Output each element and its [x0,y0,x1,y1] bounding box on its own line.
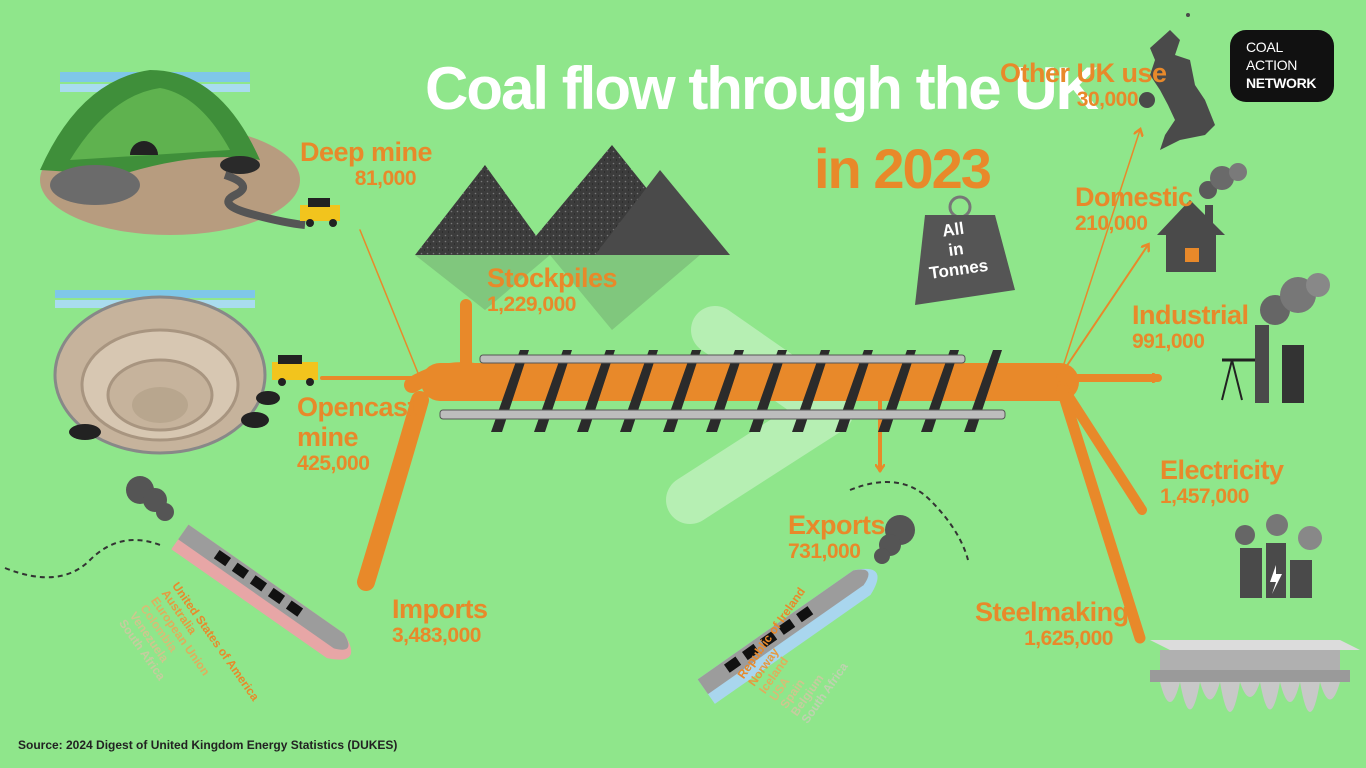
deep-mine-name: Deep mine [300,137,433,167]
power-station-icon [1235,514,1322,598]
cargo-ship-icon [697,568,878,704]
opencast-name: Opencast [297,392,417,422]
source-note: Source: 2024 Digest of United Kingdom En… [18,738,398,752]
domestic-label: Domestic 210,000 [1075,182,1193,236]
electricity-name: Electricity [1160,455,1284,485]
coal-action-network-logo: COAL ACTION NETWORK [1230,30,1334,102]
other-use-label: Other UK use 30,000 [1000,58,1167,112]
domestic-name: Domestic [1075,182,1193,212]
domestic-value: 210,000 [1075,212,1148,236]
logo-line: NETWORK [1246,75,1317,91]
unit-badge: All in Tonnes [922,216,990,284]
stockpiles-value: 1,229,000 [487,293,576,317]
title: Coal flow through the UK [425,55,1099,122]
hill-mine-icon [40,70,340,235]
logo-line: COAL [1246,39,1283,55]
steelmaking-name: Steelmaking [975,597,1129,627]
flow-lines [320,130,1162,644]
industrial-name: Industrial [1132,300,1249,330]
steel-beam-icon [1150,640,1360,712]
railway-icon [439,350,1006,432]
factory-icon [1221,273,1330,403]
electricity-label: Electricity 1,457,000 [1160,455,1284,509]
ship-route [4,539,161,579]
open-pit-icon [53,290,318,455]
house-icon [1157,163,1247,272]
opencast-label: Opencast mine 425,000 [297,392,417,476]
electricity-value: 1,457,000 [1160,485,1249,509]
deep-mine-label: Deep mine 81,000 [300,137,433,191]
exports-name: Exports [788,510,886,540]
exports-label: Exports 731,000 [788,510,886,564]
cargo-ship-icon [171,524,352,660]
weight-icon [915,195,1015,305]
industrial-value: 991,000 [1132,330,1205,354]
industrial-label: Industrial 991,000 [1132,300,1249,354]
other-use-value: 30,000 [1076,88,1139,112]
steelmaking-label: Steelmaking 1,625,000 [975,597,1129,651]
imports-value: 3,483,000 [392,624,481,648]
imports-label: Imports 3,483,000 [392,594,488,648]
other-use-name: Other UK use [1000,58,1167,88]
opencast-name: mine [297,422,359,453]
smoke-icon [126,476,174,521]
stockpiles-name: Stockpiles [487,263,618,293]
coal-pile-icon [415,145,730,330]
deep-mine-value: 81,000 [354,167,417,191]
exports-value: 731,000 [788,540,861,564]
stockpiles-label: Stockpiles 1,229,000 [487,263,618,317]
uk-map-icon [1139,13,1215,150]
ship-route [849,481,969,561]
steelmaking-value: 1,625,000 [1024,627,1113,651]
smoke-icon [874,515,915,564]
opencast-value: 425,000 [297,452,370,476]
title-year: in 2023 [814,137,992,200]
logo-line: ACTION [1246,57,1298,73]
imports-name: Imports [392,594,488,624]
